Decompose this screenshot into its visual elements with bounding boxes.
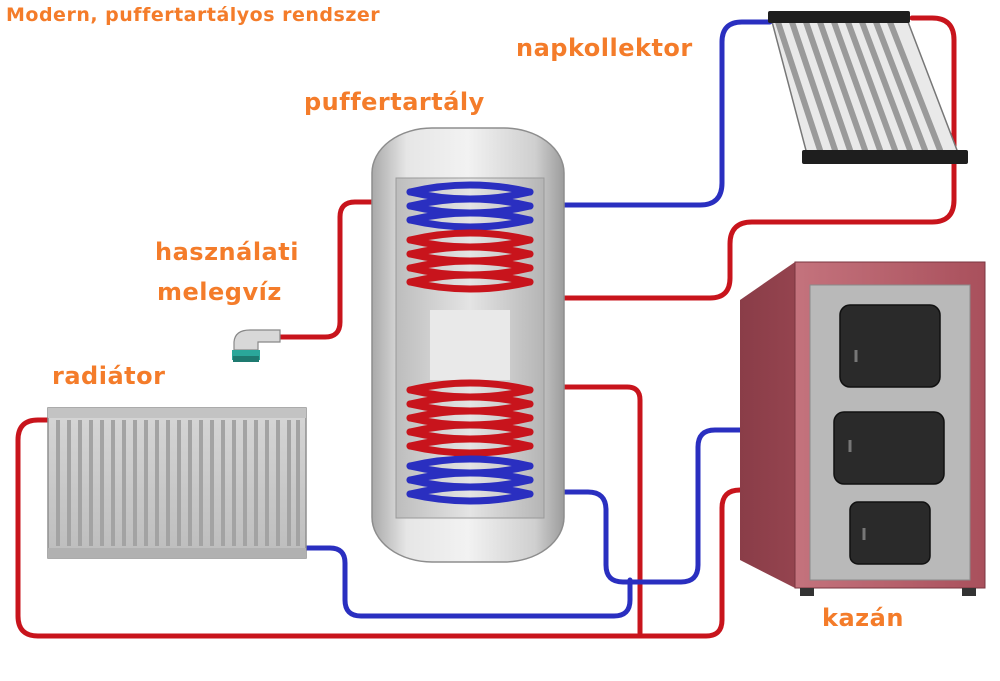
buffer-tank-label: puffertartály bbox=[304, 88, 485, 116]
boiler-hot-pipe bbox=[557, 384, 643, 636]
buffer-tank bbox=[371, 127, 565, 563]
hot-water-label-line2: melegvíz bbox=[157, 278, 282, 306]
faucet-icon bbox=[232, 329, 281, 362]
radiator bbox=[47, 407, 307, 559]
radiator-label: radiátor bbox=[52, 362, 166, 390]
boiler-return-pipe bbox=[15, 417, 763, 639]
solar-collector-label: napkollektor bbox=[516, 34, 693, 62]
pipes bbox=[15, 15, 957, 639]
solar-hot-pipe bbox=[552, 15, 957, 301]
lower-coil bbox=[406, 379, 534, 505]
boiler bbox=[740, 261, 986, 596]
hot-water-pipe bbox=[272, 199, 383, 340]
radiator-cold-pipe bbox=[299, 545, 633, 619]
boiler-label: kazán bbox=[822, 604, 904, 632]
solar-collector bbox=[768, 11, 968, 164]
hot-water-label-line1: használati bbox=[155, 238, 299, 266]
diagram-title: Modern, puffertartályos rendszer bbox=[6, 4, 381, 26]
solar-cold-pipe bbox=[557, 19, 773, 208]
boiler-cold-pipe bbox=[557, 427, 768, 585]
upper-coil bbox=[406, 181, 534, 293]
